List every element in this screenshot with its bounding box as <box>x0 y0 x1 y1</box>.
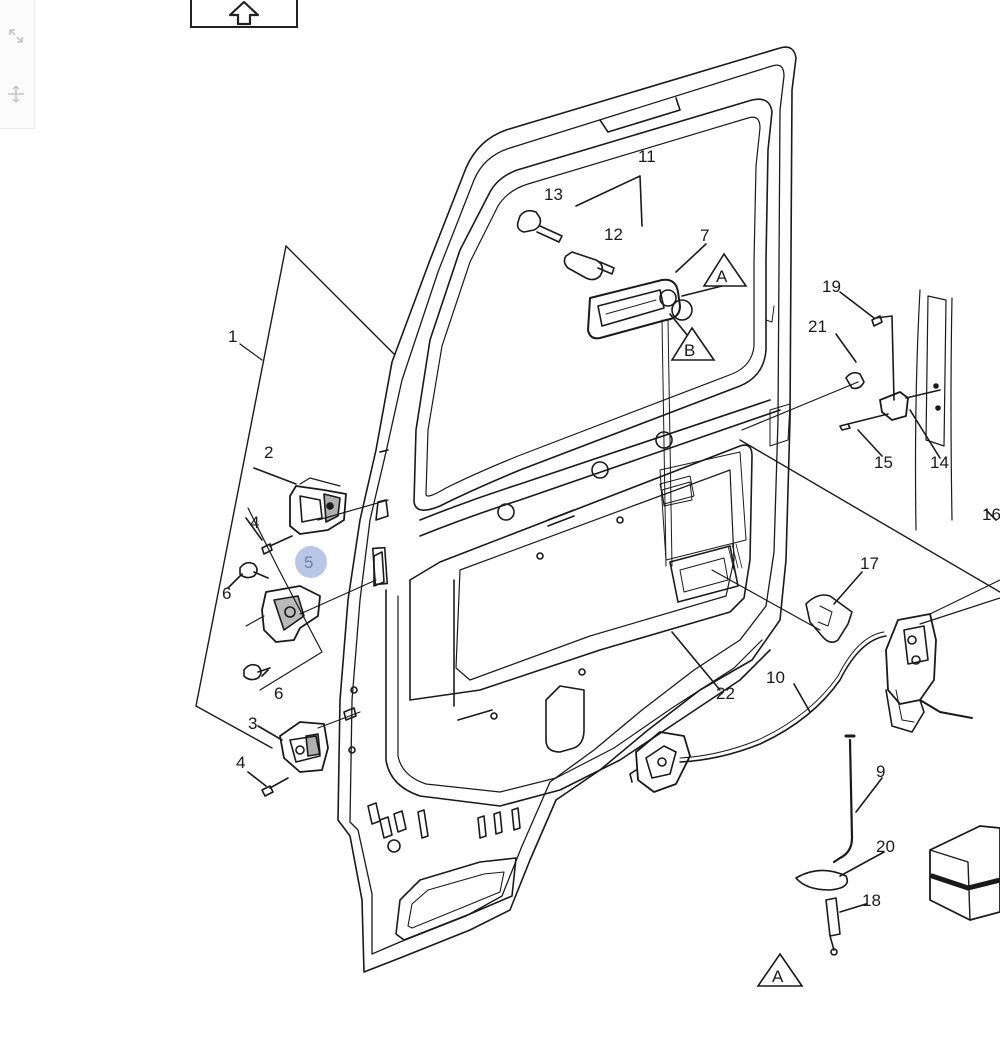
highlight-marker <box>295 546 327 578</box>
marker-label: A <box>716 267 728 286</box>
lock-cylinder <box>563 251 604 281</box>
rod-clip <box>795 869 849 891</box>
cable <box>679 635 887 763</box>
callout-7[interactable]: 7 <box>700 226 709 245</box>
screw-lower <box>261 777 289 797</box>
callout-1[interactable]: 1 <box>228 327 237 346</box>
callout-21[interactable]: 21 <box>808 317 827 336</box>
middle-hinge <box>245 579 377 643</box>
callout-2[interactable]: 2 <box>264 443 273 462</box>
bolt-lower <box>243 663 271 681</box>
callout-12[interactable]: 12 <box>604 225 623 244</box>
striker <box>879 389 941 421</box>
inner-handle-mechanism <box>629 731 691 793</box>
callout-4-lower[interactable]: 4 <box>236 753 245 772</box>
callout-16[interactable]: 16 <box>982 505 1000 524</box>
striker-bolt <box>845 371 865 390</box>
callout-6-lower[interactable]: 6 <box>274 684 283 703</box>
fullscreen-icon[interactable] <box>2 22 30 50</box>
outer-handle <box>587 278 693 340</box>
marker-A1: A <box>702 252 748 287</box>
callout-11[interactable]: 11 <box>638 147 656 166</box>
callout-5[interactable]: 5 <box>304 553 313 572</box>
callout-20[interactable]: 20 <box>876 837 895 856</box>
control-unit <box>929 825 1000 921</box>
upper-hinge <box>289 477 389 535</box>
callout-9[interactable]: 9 <box>876 762 885 781</box>
screw-upper <box>261 535 293 555</box>
callout-17[interactable]: 17 <box>860 554 879 573</box>
marker-label: A <box>772 967 784 986</box>
viewer-toolbar <box>0 0 35 129</box>
bracket <box>805 594 853 644</box>
lower-hinge <box>279 707 361 773</box>
marker-A2: A <box>756 952 804 987</box>
bolt-15 <box>839 413 889 431</box>
lock-knob <box>825 897 841 951</box>
door-frame <box>337 46 797 973</box>
bolt-upper <box>239 561 269 579</box>
callout-4-upper[interactable]: 4 <box>250 513 259 532</box>
callout-19[interactable]: 19 <box>822 277 841 296</box>
screw-19 <box>871 315 895 401</box>
callout-10[interactable]: 10 <box>766 668 785 687</box>
marker-label: B <box>684 341 695 360</box>
marker-B: B <box>670 326 716 361</box>
lock-rod <box>832 738 854 864</box>
callout-18[interactable]: 18 <box>862 891 881 910</box>
key <box>516 209 563 243</box>
callout-14[interactable]: 14 <box>930 453 949 472</box>
move-icon[interactable] <box>2 80 30 108</box>
door-lock <box>885 579 1000 733</box>
callout-15[interactable]: 15 <box>874 453 893 472</box>
callout-3[interactable]: 3 <box>248 714 257 733</box>
callout-13[interactable]: 13 <box>544 185 563 204</box>
up-arrow-icon <box>228 0 260 26</box>
callout-6-upper[interactable]: 6 <box>222 584 231 603</box>
callout-22[interactable]: 22 <box>716 684 735 703</box>
b-pillar <box>925 295 947 447</box>
navigate-up-button[interactable] <box>190 0 298 28</box>
